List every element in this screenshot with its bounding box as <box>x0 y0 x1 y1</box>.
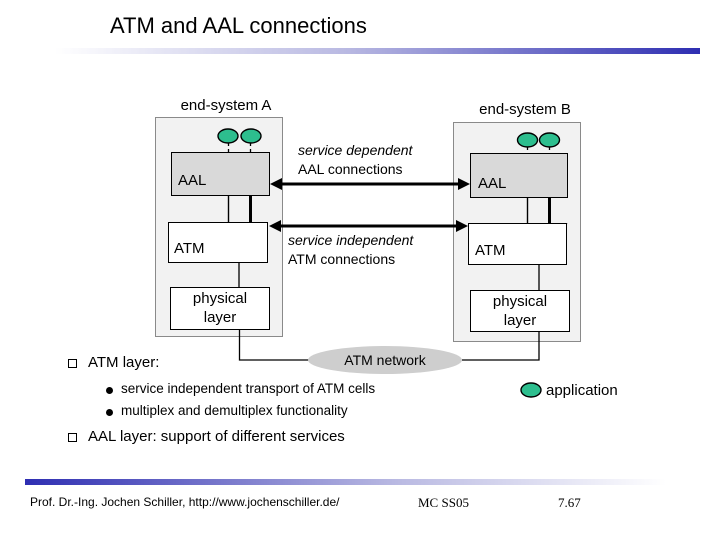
end-system-b-label: end-system B <box>479 101 571 118</box>
application-legend-ellipse <box>520 382 542 398</box>
aal-box-a-label: AAL <box>178 172 207 189</box>
page-title: ATM and AAL connections <box>110 13 367 38</box>
title-divider-bar <box>55 48 700 54</box>
subbullet-multiplex: multiplex and demultiplex functionality <box>121 403 348 418</box>
dot-bullet-icon <box>106 409 113 416</box>
square-bullet-icon <box>68 359 77 368</box>
aal-connections-annotation-line1: service dependent <box>298 142 413 158</box>
aal-connections-annotation-line2: AAL connections <box>298 161 403 178</box>
atm-box-b: ATM <box>468 223 567 265</box>
physical-layer-box-a: physical layer <box>170 287 270 330</box>
physical-layer-a-label: physical layer <box>192 290 248 326</box>
aal-box-b-label: AAL <box>478 175 507 192</box>
end-system-a-label: end-system A <box>180 97 272 114</box>
atm-connections-annotation-line2: ATM connections <box>288 251 396 268</box>
atm-connections-annotation-line1: service independent <box>288 232 414 248</box>
aal-box-b: AAL <box>470 153 568 198</box>
atm-box-a: ATM <box>168 222 268 263</box>
footer-course-code: MC SS05 <box>418 495 469 510</box>
dot-bullet-icon <box>106 387 113 394</box>
atm-network-label: ATM network <box>344 352 426 368</box>
bullet-aal-layer: AAL layer: support of different services <box>88 428 345 445</box>
footer-page-number: 7.67 <box>558 495 581 510</box>
subbullet-service-independent: service independent transport of ATM cel… <box>121 381 376 396</box>
aal-box-a: AAL <box>171 152 270 196</box>
physical-layer-b-label: physical layer <box>492 293 548 329</box>
footer-divider-bar <box>25 479 700 485</box>
atm-box-a-label: ATM <box>174 240 205 257</box>
footer-author: Prof. Dr.-Ing. Jochen Schiller, http://w… <box>30 495 340 509</box>
aal-connections-annotation: service dependent AAL connections <box>298 141 412 179</box>
square-bullet-icon <box>68 433 77 442</box>
bullet-atm-layer: ATM layer: <box>88 354 160 371</box>
application-legend-label: application <box>546 382 618 399</box>
atm-box-b-label: ATM <box>475 242 506 259</box>
physical-layer-box-b: physical layer <box>470 290 570 332</box>
atm-connections-annotation: service independent ATM connections <box>288 231 413 269</box>
